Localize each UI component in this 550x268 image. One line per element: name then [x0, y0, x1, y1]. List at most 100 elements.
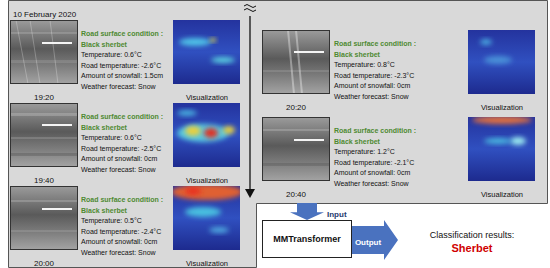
heat-spot [204, 128, 218, 138]
heatmap-image [173, 103, 240, 167]
label-slot: 19:20 [34, 86, 54, 104]
condition-text: Black sherbet [81, 124, 127, 132]
heat-spot [480, 39, 492, 45]
image-border [263, 31, 330, 94]
label-slot: Visualization [186, 169, 228, 187]
heatmap-ground [468, 117, 535, 181]
weather-text: Temperature: 0.6°C [81, 51, 142, 59]
model-box: MMTransformer [262, 220, 352, 258]
timeline-line [249, 16, 250, 190]
edge-label: Output [355, 238, 381, 247]
road-stripe [262, 129, 330, 131]
weather-text: Amount of snowfall: 0cm [81, 155, 157, 163]
snow-streak [16, 20, 58, 84]
heat-spot [223, 126, 235, 134]
road-marking [294, 139, 324, 141]
node-text: MMTransformer [273, 234, 341, 244]
heatmap-ground [173, 20, 240, 84]
road-image [10, 20, 78, 84]
heat-spot [472, 116, 532, 124]
heat-spot [185, 187, 201, 195]
weather-text: Amount of snowfall: 0cm [81, 238, 157, 246]
condition-text: Road surface condition : [334, 127, 416, 135]
heat-spot [209, 227, 229, 233]
heatmap-image [173, 20, 240, 84]
edge-label: Input [327, 210, 347, 219]
time-label: 20:00 [34, 259, 54, 268]
road-stripe [10, 137, 78, 139]
label-slot: 20:00 [34, 252, 54, 268]
road-stripe [10, 113, 78, 116]
weather-text: Road temperature: -2.1°C [334, 159, 414, 167]
label-slot: Visualization [481, 96, 523, 114]
road-surface [262, 30, 330, 94]
edge-label-slot: Output [355, 231, 381, 249]
time-label: 20:20 [286, 103, 306, 112]
visualization-label: Visualization [186, 94, 228, 103]
condition-text: Black sherbet [334, 138, 380, 146]
road-stripe [10, 153, 78, 156]
heat-spot [510, 137, 526, 145]
label-slot: Visualization [481, 183, 523, 201]
heat-spot [484, 56, 512, 64]
image-border [11, 21, 78, 84]
label-slot: Road surface condition : [334, 119, 416, 137]
weather-text: Amount of snowfall: 0cm [334, 169, 410, 177]
visualization-label: Visualization [186, 260, 228, 268]
weather-text: Weather forecast: Snow [334, 93, 409, 101]
weather-text: Road temperature: -2.4°C [81, 228, 161, 236]
road-surface [10, 103, 78, 167]
weather-text: Weather forecast: Snow [81, 249, 156, 257]
image-border [263, 118, 330, 181]
weather-text: Temperature: 0.6°C [81, 134, 142, 142]
road-stripe [262, 163, 330, 166]
road-stripe [10, 200, 78, 202]
result-box: Classification results: Sherbet [398, 222, 546, 262]
road-image [262, 117, 330, 181]
condition-text: Black sherbet [81, 207, 127, 215]
heat-spot [185, 207, 221, 217]
road-surface [262, 117, 330, 181]
heat-spot [211, 57, 235, 63]
road-stripe [262, 70, 330, 72]
block-arrow [290, 203, 324, 220]
weather-text: Weather forecast: Snow [81, 83, 156, 91]
condition-text: Black sherbet [81, 41, 127, 49]
condition-text: Road surface condition : [81, 113, 163, 121]
road-marking [294, 51, 324, 53]
heat-spot [484, 138, 512, 144]
road-surface [10, 186, 78, 250]
node-text: Classification results: [430, 230, 515, 240]
heat-spot [177, 124, 229, 142]
heat-spot [171, 184, 243, 200]
road-image [262, 30, 330, 94]
timeline-arrowhead [245, 189, 255, 198]
road-stripe [10, 32, 78, 34]
heatmap-ground [468, 30, 535, 94]
road-marking [42, 42, 72, 44]
heat-spot [185, 126, 201, 136]
heat-spot [210, 38, 216, 42]
label-slot: Road surface condition : [81, 105, 163, 123]
time-label: 19:20 [34, 93, 54, 102]
image-border [11, 187, 78, 250]
weather-text: Amount of snowfall: 0cm [334, 82, 410, 90]
heatmap-image [171, 184, 243, 250]
weather-text: Temperature: 0.8°C [334, 61, 395, 69]
heatmap-ground [173, 103, 240, 167]
road-marking [42, 208, 72, 210]
visualization-label: Visualization [186, 177, 228, 186]
heat-spot [177, 110, 197, 116]
condition-text: Road surface condition : [334, 40, 416, 48]
node-subtext: Sherbet [452, 242, 493, 255]
visualization-label: Visualization [481, 104, 523, 113]
label-slot: 20:40 [286, 183, 306, 201]
label-slot: 20:20 [286, 96, 306, 114]
image-border [11, 104, 78, 167]
road-stripe [10, 230, 78, 232]
heatmap-image [468, 116, 535, 181]
condition-text: Road surface condition : [81, 30, 163, 38]
weather-text: Amount of snowfall: 1.5cm [81, 72, 163, 80]
panel-shape [9, 1, 548, 268]
